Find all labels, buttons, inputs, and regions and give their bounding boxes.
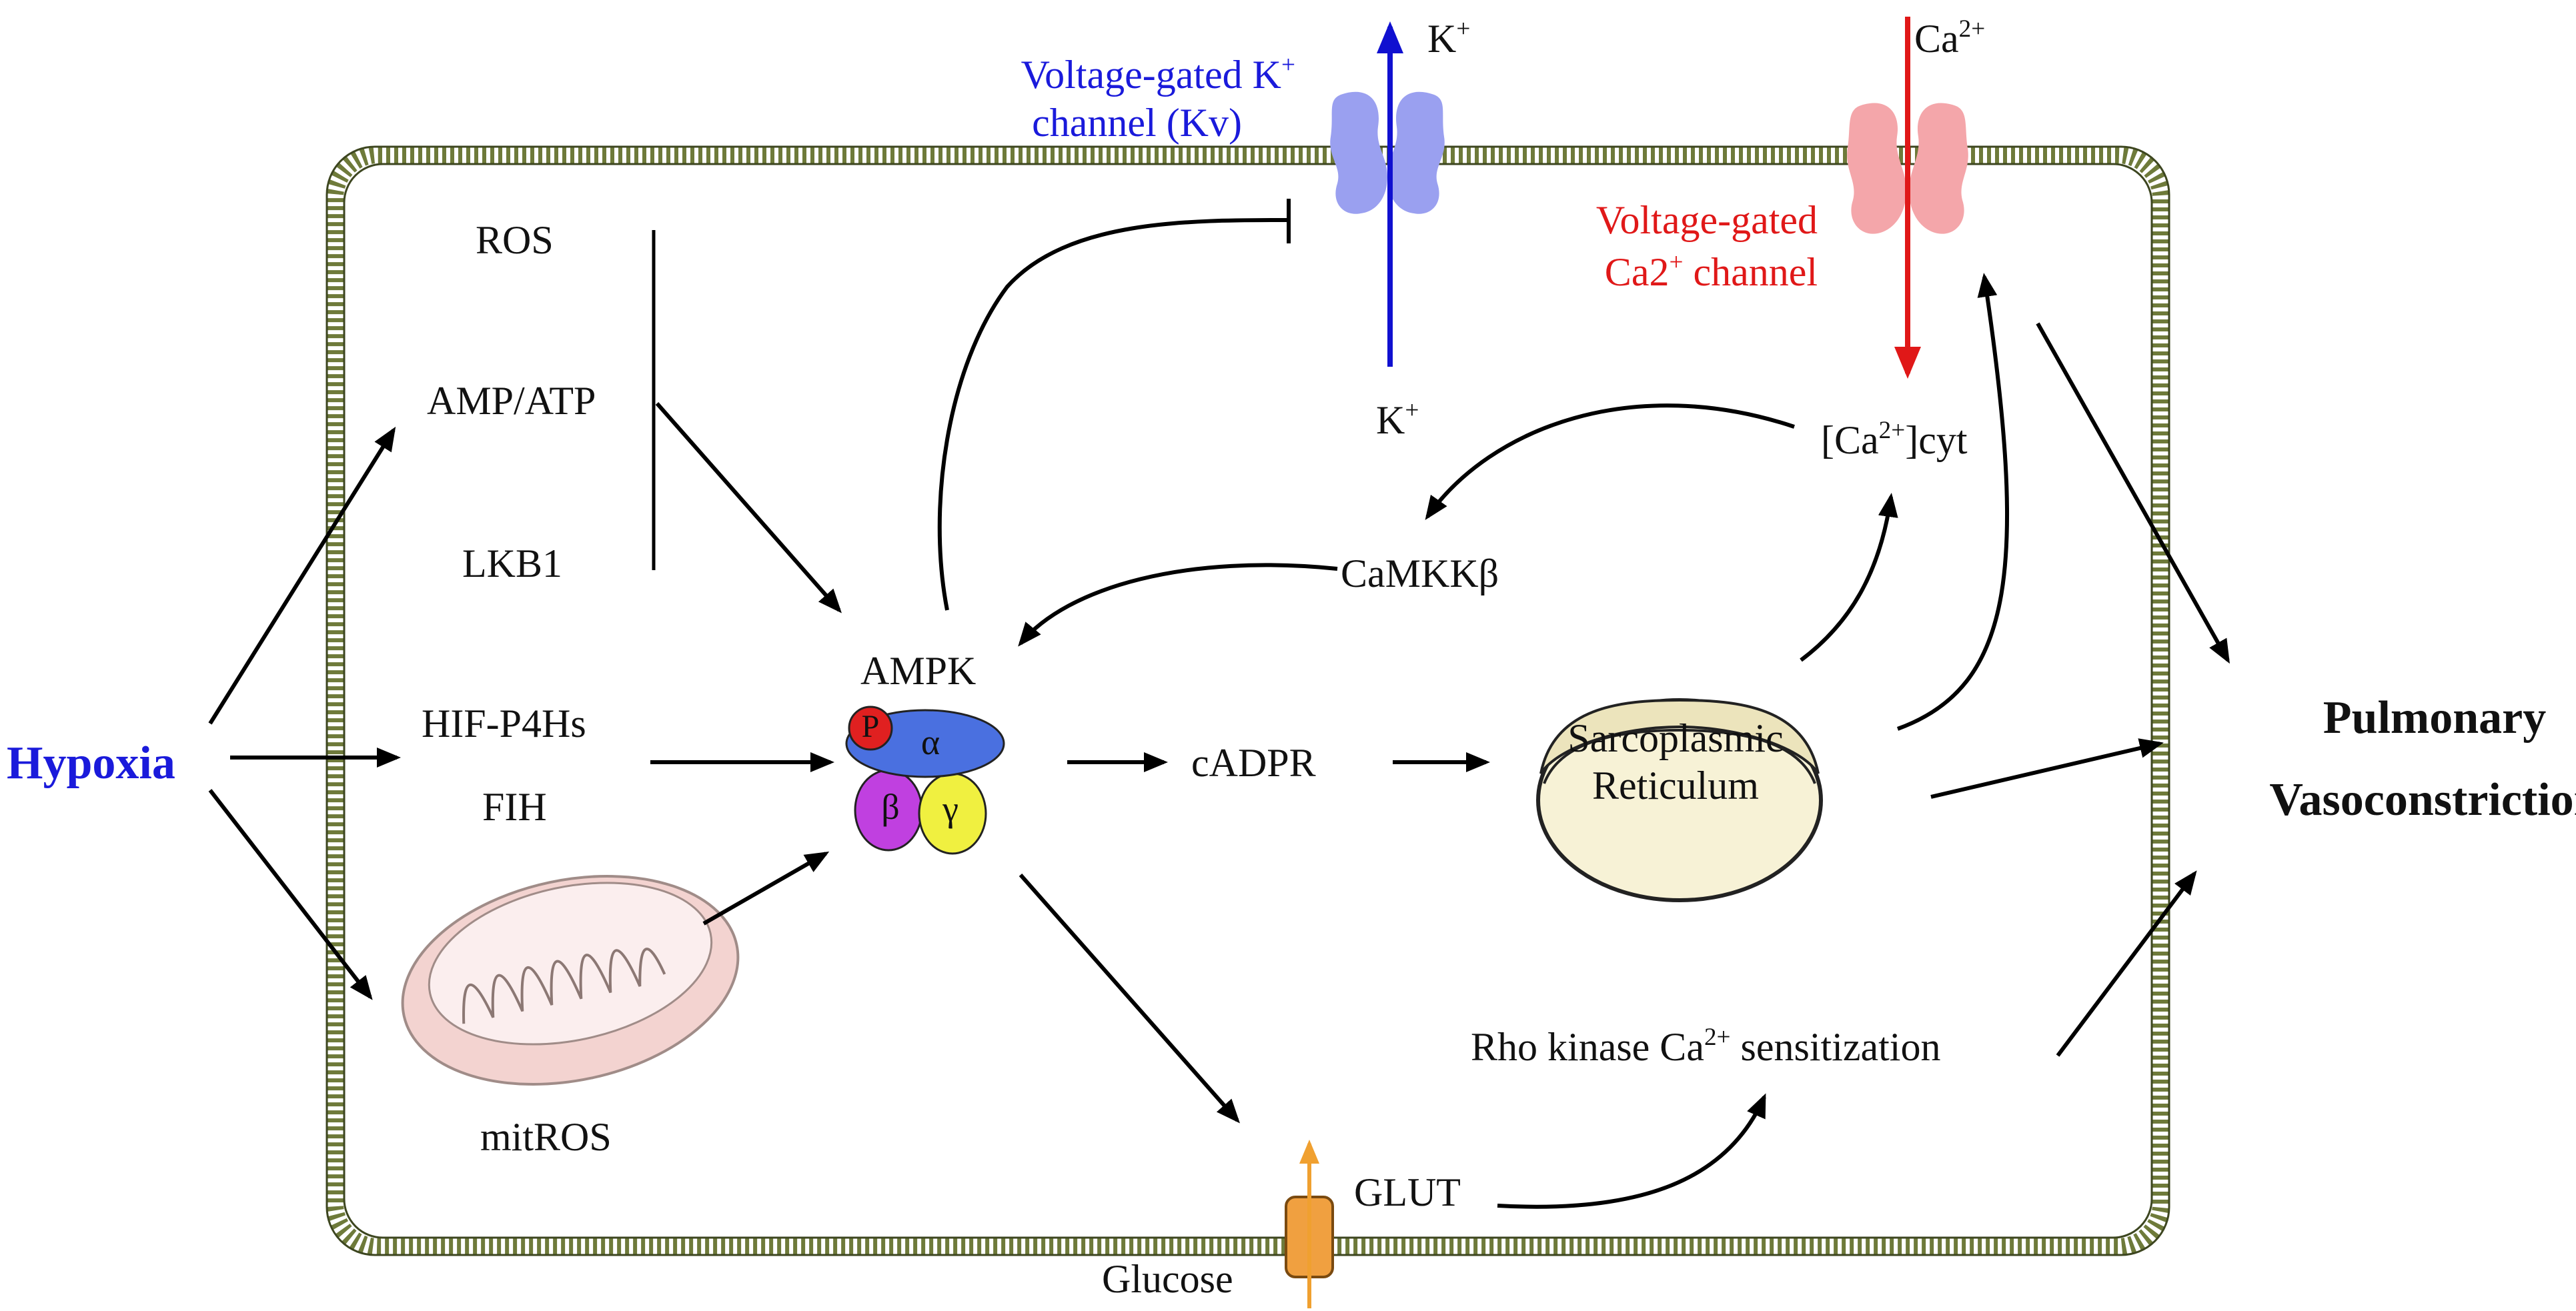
cell-membrane <box>326 145 2170 1256</box>
arrow-ca-channel-to-vasoconstriction <box>2036 322 2230 664</box>
arrow-sr-to-ca-cyt <box>1800 493 1898 662</box>
p-label: P <box>861 709 880 744</box>
lkb1-label: LKB1 <box>462 541 562 585</box>
arrow-camkk-to-ampk <box>1018 563 1338 647</box>
arrow-hypoxia-to-mito <box>208 789 373 1000</box>
arrow-rho-to-vasoconstriction <box>2056 870 2197 1057</box>
inhibition-ampk-to-kv <box>937 218 1288 611</box>
ros-label: ROS <box>476 218 554 262</box>
gamma-label: γ <box>942 789 958 829</box>
mitros-label: mitROS <box>480 1115 612 1159</box>
sarcoplasmic-reticulum-icon <box>1536 698 1823 902</box>
fih-label: FIH <box>482 785 547 829</box>
beta-label: β <box>881 787 900 827</box>
arrow-hypoxia-to-amp <box>208 426 396 725</box>
sarcoplasmic-label: Sarcoplasmic <box>1567 716 1784 760</box>
kv-channel-label-line1: Voltage-gated K+ <box>1021 51 1295 97</box>
arrow-ampk-to-glut <box>1019 874 1240 1124</box>
vasoconstriction-label: Vasoconstriction <box>2269 774 2576 826</box>
ca-ion-top-label: Ca2+ <box>1914 15 1986 61</box>
cadpr-label: cADPR <box>1191 741 1316 785</box>
pulmonary-label: Pulmonary <box>2323 692 2547 744</box>
amp-atp-label: AMP/ATP <box>427 379 596 423</box>
reticulum-label: Reticulum <box>1592 764 1759 808</box>
arrow-mito-to-ampk <box>702 852 830 926</box>
kv-channel-icon <box>1330 91 1445 214</box>
arrow-ca-cyt-to-camkk <box>1425 403 1795 520</box>
ca-channel-icon <box>1847 103 1968 234</box>
ampk-label: AMPK <box>860 649 977 693</box>
hif-p4hs-label: HIF-P4Hs <box>422 702 586 746</box>
k-ion-bottom-label: K+ <box>1376 396 1419 442</box>
arrow-glut-to-rho <box>1497 1093 1766 1209</box>
glucose-label: Glucose <box>1102 1257 1233 1301</box>
kv-channel-label-line2: channel (Kv) <box>1032 101 1242 145</box>
arrow-sr-to-ca-channel <box>1896 273 2010 731</box>
alpha-label: α <box>920 722 940 762</box>
mitochondrion-icon <box>401 874 740 1086</box>
rho-kinase-label: Rho kinase Ca2+ sensitization <box>1471 1023 1941 1069</box>
arrow-sr-to-vasoconstriction <box>1930 738 2164 799</box>
hypoxia-label: Hypoxia <box>7 738 175 789</box>
arrow-amp-to-ampk <box>655 402 842 613</box>
glut-label: GLUT <box>1354 1170 1461 1214</box>
ca-channel-label-line2: Ca2+ channel <box>1604 248 1818 294</box>
ca-cyt-label: [Ca2+]cyt <box>1821 416 1968 462</box>
k-ion-top-label: K+ <box>1427 15 1471 61</box>
camkk-label: CaMKKβ <box>1341 551 1499 595</box>
ampk-complex-icon <box>845 706 1005 855</box>
ca-channel-label-line1: Voltage-gated <box>1595 198 1818 242</box>
